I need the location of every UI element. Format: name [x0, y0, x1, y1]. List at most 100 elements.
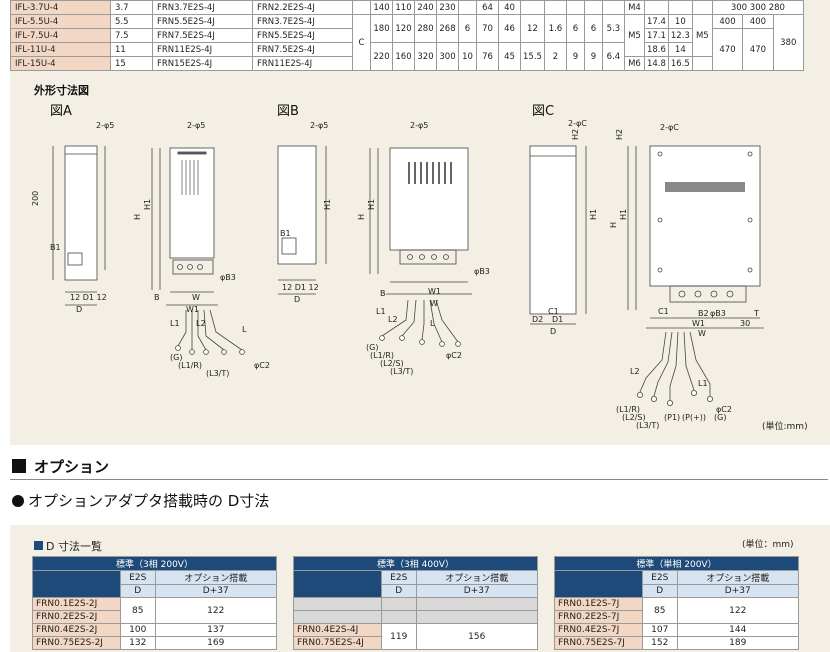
fig-b-front-hole-label: 2-φ5 [410, 121, 428, 130]
fig-c-l3t-label: (L3/T) [636, 421, 659, 430]
fig-a-front-body [169, 147, 215, 259]
fig-c-h2-top-label: H2 [615, 129, 624, 140]
fig-c-side-body [529, 145, 577, 315]
fig-c-c2-label: φC2 [716, 405, 732, 414]
fig-b-d1-label: 12 D1 12 [282, 283, 319, 292]
fig-a-terminal-block [172, 259, 214, 275]
spec-table: IFL-3.7U-4 3.7 FRN3.7E2S-4J FRN2.2E2S-4J… [10, 0, 805, 71]
fig-a-d1-label: 12 D1 12 [70, 293, 107, 302]
table-row: FRN0.2E2S-2J [32, 610, 277, 624]
fig-a-d-label: D [76, 305, 82, 314]
fig-b-l-label: L [430, 319, 435, 328]
fig-c-d-label: D [550, 327, 556, 336]
list-square-icon [34, 541, 43, 550]
fig-b-w-label: W [430, 299, 438, 308]
figure-b-label: 図B [277, 104, 299, 119]
fig-b-front-body [389, 147, 469, 251]
fig-a-l2-label: L2 [196, 319, 206, 328]
fig-c-front-hole-label: 2-φC [660, 123, 679, 132]
fig-b-h1-label-front: H1 [367, 199, 376, 210]
fig-c-w-label: W [698, 329, 706, 338]
fig-b-w1-label: W1 [428, 287, 441, 296]
fig-c-h1-front-label: H1 [619, 209, 628, 220]
fig-c-l2s-label: (L2/S) [622, 413, 646, 422]
fig-a-b3-label: φB3 [220, 273, 236, 282]
fig-c-d1-label: D1 [552, 315, 563, 324]
fig-c-c1-label: C1 [548, 307, 559, 316]
fig-b-l1-label: L1 [376, 307, 386, 316]
fig-a-l1-label: L1 [170, 319, 180, 328]
list-unit: (単位：mm) [742, 540, 794, 550]
fig-a-bracket [67, 252, 83, 266]
drawing-labels: 2-φ5 200 B1 12 D1 12 D 2-φ5 H H1 φB3 B W… [31, 119, 759, 430]
fig-b-b1-label: B1 [280, 229, 291, 238]
fig-b-b3-label: φB3 [474, 267, 490, 276]
option-heading: オプション [12, 456, 109, 477]
divider [10, 479, 828, 480]
fig-b-l3t-label: (L3/T) [390, 367, 413, 376]
heading-square-icon [12, 459, 26, 473]
fig-b-h1-label: H1 [323, 199, 332, 210]
fig-c-w1-label: W1 [692, 319, 705, 328]
fig-a-hole-label: 2-φ5 [96, 121, 114, 130]
table-row: IFL-7.5U-4 7.5 FRN7.5E2S-4J FRN5.5E2S-4J… [10, 28, 804, 71]
fig-c-d2-label: D2 [532, 315, 543, 324]
fig-a-l-label: L [242, 325, 247, 334]
unit-note: (単位:mm) [762, 422, 808, 432]
fig-c-terminal-block [669, 285, 747, 303]
option-subheading: オプションアダプタ搭載時の D寸法 [12, 490, 269, 511]
fig-c-g-label: (G) [714, 413, 726, 422]
fig-c-h2-label: H2 [571, 129, 580, 140]
table-row: IFL-3.7U-4 3.7 FRN3.7E2S-4J FRN2.2E2S-4J… [10, 0, 805, 15]
fig-a-b-label: B [154, 293, 160, 302]
fig-c-hole-label: 2-φC [568, 119, 587, 128]
figure-a-label: 図A [50, 104, 72, 119]
fig-a-200-label: 200 [31, 191, 40, 206]
bullet-dot-icon [12, 495, 24, 507]
fig-c-l1-label: L1 [698, 379, 708, 388]
fig-a-l1r-label: (L1/R) [178, 361, 202, 370]
fig-a-front-hole-label: 2-φ5 [187, 121, 205, 130]
list-title: D 寸法一覧 [34, 538, 102, 554]
fig-a-l3t-label: (L3/T) [206, 369, 229, 378]
fig-b-terminal-block [399, 249, 457, 265]
fig-b-c2-label: φC2 [446, 351, 462, 360]
fig-a-h-label: H [133, 214, 142, 220]
figure-c-label: 図C [532, 104, 555, 119]
table-row: FRN0.75E2S-4J [293, 636, 538, 650]
fig-c-l2-label: L2 [630, 367, 640, 376]
fig-a-side-body [64, 145, 98, 281]
table-row: IFL-11U-4 11 FRN11E2S-4J FRN7.5E2S-4J 22… [10, 42, 804, 71]
fig-b-l2s-label: (L2/S) [380, 359, 404, 368]
fig-c-b3-label: φB3 [710, 309, 726, 318]
fig-b-b-label: B [380, 289, 386, 298]
fig-a-g-label: (G) [170, 353, 182, 362]
fig-c-30-label: 30 [740, 319, 750, 328]
fig-a-h1-label: H1 [143, 199, 152, 210]
outline-drawings: 2-φ5 200 B1 12 D1 12 D 2-φ5 H H1 φB3 B W… [31, 119, 764, 430]
fig-b-l2-label: L2 [388, 315, 398, 324]
fig-c-h1-label: H1 [589, 209, 598, 220]
fig-b-d-label: D [294, 295, 300, 304]
fig-b-h-label: H [357, 214, 366, 220]
fig-b-hole-label: 2-φ5 [310, 121, 328, 130]
fig-c-l1r-label: (L1/R) [616, 405, 640, 414]
fig-a-w-label: W [192, 293, 200, 302]
fig-c-b2-label: B2 [698, 309, 709, 318]
fig-a-b1-label: B1 [50, 243, 61, 252]
table-row [293, 610, 538, 624]
fig-b-g-label: (G) [366, 343, 378, 352]
fig-b-side-body [277, 145, 317, 265]
fig-b-l1r-label: (L1/R) [370, 351, 394, 360]
fig-c-pp-label: (P(+)) [682, 413, 706, 422]
dimensions-title: 外形寸法図 [34, 84, 89, 97]
fig-a-c2-label: φC2 [254, 361, 270, 370]
